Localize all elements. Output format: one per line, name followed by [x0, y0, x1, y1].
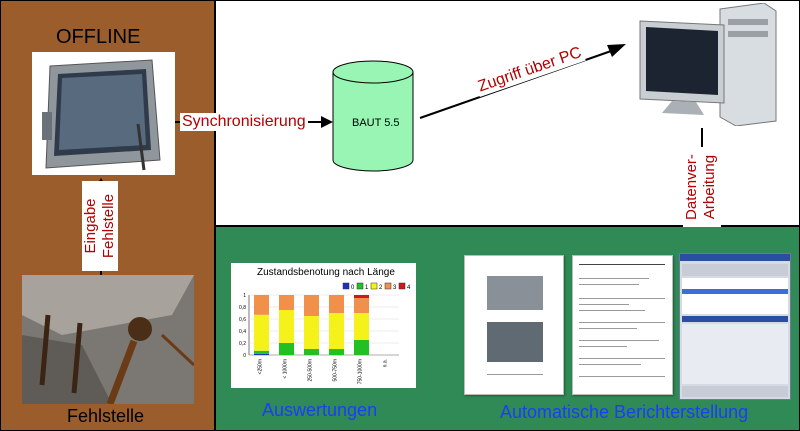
- legend-label-2: 2: [379, 285, 383, 291]
- x-tick-label: 250-500m: [308, 359, 314, 382]
- fehlstelle-label: Fehlstelle: [67, 406, 145, 426]
- x-tick-label: 500-750m: [333, 359, 339, 382]
- x-tick-label: <250m: [258, 359, 264, 374]
- bar-segment: [254, 314, 269, 351]
- eingabe-fehlstelle-text: Fehlstelle: [100, 193, 117, 259]
- bar-segment: [304, 349, 319, 355]
- auswertungen-label: Auswertungen: [262, 400, 378, 420]
- bar-segment: [254, 295, 269, 315]
- software-window: [679, 253, 791, 400]
- condition-chart: Zustandsbenotung nach Länge 0 1 2 3 4 0 0,2 0,4…: [231, 263, 416, 388]
- bar-segment: [329, 295, 344, 313]
- chart-title: Zustandsbenotung nach Länge: [257, 267, 395, 278]
- y-tick-label: 0: [243, 353, 246, 359]
- berichterstellung-label: Automatische Berichterstellung: [500, 402, 749, 422]
- y-tick-label: 0,8: [239, 305, 246, 311]
- bar-segment: [354, 298, 369, 313]
- bar-segment: [329, 313, 344, 349]
- legend-swatch-0: [342, 282, 350, 290]
- legend-label-1: 1: [365, 285, 369, 291]
- eingabe-fehlstelle-label: Eingabe Fehlstelle: [82, 181, 118, 271]
- datenverarbeitung-label: Datenver- Arbeitung: [683, 147, 721, 227]
- report-page-photos: [464, 255, 564, 395]
- y-tick-label: 0,2: [239, 341, 246, 347]
- bar-segment: [329, 349, 344, 355]
- bar-segment: [279, 343, 294, 355]
- bar-segment: [304, 295, 319, 316]
- legend-swatch-4: [398, 282, 406, 290]
- offline-label: OFFLINE: [56, 26, 141, 48]
- y-tick-label: 0,4: [239, 329, 246, 335]
- y-tick-label: 0,6: [239, 317, 246, 323]
- bar-segment: [354, 295, 369, 298]
- tablet-pc-image: [32, 52, 175, 175]
- x-tick-label: 750-1000m: [358, 359, 364, 384]
- database-label: BAUT 5.5: [352, 117, 400, 129]
- legend-label-0: 0: [351, 285, 355, 291]
- window-titlebar: [680, 254, 790, 261]
- legend-label-4: 4: [407, 285, 411, 291]
- datenver-text: Datenver-: [683, 154, 700, 220]
- x-tick-label: < 1000m: [283, 359, 289, 379]
- legend-label-3: 3: [393, 285, 397, 291]
- damage-photo: [22, 275, 196, 406]
- legend-swatch-2: [370, 282, 378, 290]
- desktop-pc-image: [632, 2, 780, 127]
- sync-label: Synchronisierung: [180, 113, 308, 131]
- eingabe-text: Eingabe: [82, 198, 99, 254]
- report-page-form: [572, 255, 673, 395]
- bar-segment: [279, 310, 294, 343]
- y-tick-label: 1: [243, 293, 246, 299]
- chart-plot: 0 1 2 3 4 0 0,2 0,4 0,6 0,8 1 <250m < 1000m 250-500m 5…: [239, 282, 411, 384]
- database-cylinder: [332, 60, 414, 172]
- bar-segment: [254, 353, 269, 355]
- bar-segment: [354, 340, 369, 355]
- legend-swatch-3: [384, 282, 392, 290]
- report-photo-top: [487, 276, 543, 310]
- window-form: [682, 324, 788, 384]
- bar-segment: [254, 350, 269, 354]
- x-tick-label: n.a.: [383, 359, 389, 367]
- bar-segment: [279, 295, 294, 310]
- report-photo-bottom: [487, 322, 543, 362]
- arbeitung-text: Arbeitung: [701, 154, 718, 220]
- bar-segment: [304, 316, 319, 349]
- window-table: [682, 278, 788, 314]
- bar-segment: [354, 313, 369, 340]
- legend-swatch-1: [356, 282, 364, 290]
